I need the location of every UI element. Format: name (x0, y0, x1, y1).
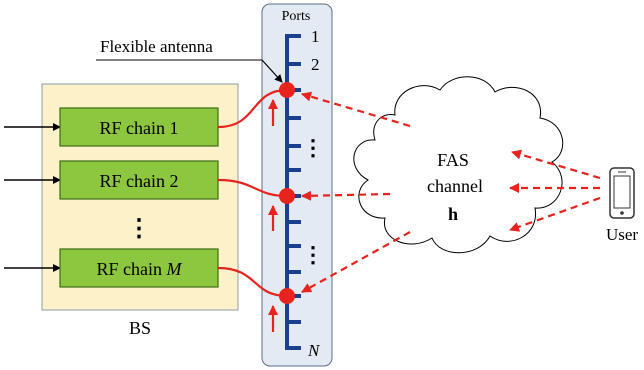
channel-line-2: channel (427, 176, 483, 196)
ports-panel (261, 3, 333, 367)
flexible-antenna-pointer (261, 59, 283, 83)
channel-line-1: FAS (437, 150, 469, 170)
user-arrow-1 (511, 149, 601, 180)
signal-arrow-2 (301, 190, 391, 201)
chain-dots: ⋮ (127, 216, 151, 242)
rf-chain-label-1: RF chain 1 (100, 118, 179, 138)
signal-arrow-m (301, 231, 411, 293)
rf-chain-box-m (59, 248, 219, 288)
flexible-antenna-label: Flexible antenna (100, 37, 213, 56)
rf-chain-box-2 (59, 160, 219, 200)
port-label-n: N (307, 341, 321, 360)
rf-chain-label-m: RF chain M (97, 259, 183, 279)
bs-label: BS (129, 318, 151, 338)
port-label-1: 1 (311, 27, 320, 46)
rf-chain-box-1 (59, 107, 219, 147)
user-arrow-3 (509, 196, 601, 232)
port-dots-lower: ⋮ (302, 242, 324, 267)
feed-line-m (217, 266, 288, 298)
rf-chain-label-2: RF chain 2 (100, 171, 179, 191)
smartphone-icon (609, 167, 635, 219)
feed-line-2 (217, 178, 288, 198)
feed-line-1 (217, 88, 288, 129)
signal-arrow-1 (301, 91, 411, 128)
cloud-icon (353, 76, 564, 254)
antenna-dot-2 (279, 188, 295, 204)
port-dots-upper: ⋮ (302, 135, 324, 160)
antenna-dot-m (279, 288, 295, 304)
user-label: User (606, 225, 638, 244)
antenna-dot-1 (279, 82, 295, 98)
channel-line-3: h (448, 204, 458, 224)
port-label-2: 2 (311, 55, 320, 74)
ports-label: Ports (282, 9, 311, 24)
